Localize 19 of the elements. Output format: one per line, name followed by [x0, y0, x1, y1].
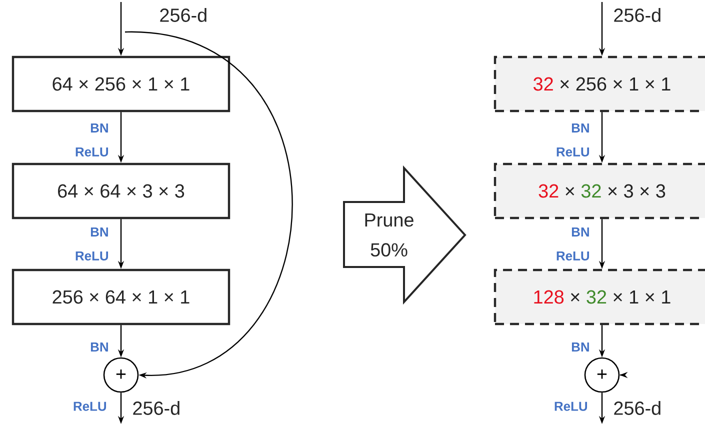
pruned-layer-box: 32 × 32 × 3 × 3	[494, 162, 705, 220]
dimension-label: 256-d	[614, 401, 660, 415]
activation-label: ReLU	[74, 402, 106, 411]
edge-label: BN ReLU	[556, 124, 590, 156]
edge-label: BN	[90, 342, 108, 352]
dimension-label: 256-d	[614, 8, 660, 22]
layer-box: 64 × 64 × 3 × 3	[12, 162, 230, 220]
edge-label: BN ReLU	[556, 228, 590, 260]
layer-box: 64 × 256 × 1 × 1	[12, 56, 230, 112]
pruned-layer-box: 32 × 256 × 1 × 1	[494, 56, 705, 112]
edge-label: BN ReLU	[76, 124, 108, 156]
edge-label: BN	[572, 342, 589, 352]
activation-label: ReLU	[554, 402, 588, 411]
dimension-label: 256-d	[133, 401, 180, 415]
arrow	[124, 31, 293, 378]
dimension-label: 256-d	[160, 8, 206, 22]
pruned-layer-box: 128 × 32 × 1 × 1	[494, 268, 705, 326]
layer-box: 256 × 64 × 1 × 1	[12, 268, 230, 326]
edge-label: BN ReLU	[76, 228, 108, 260]
